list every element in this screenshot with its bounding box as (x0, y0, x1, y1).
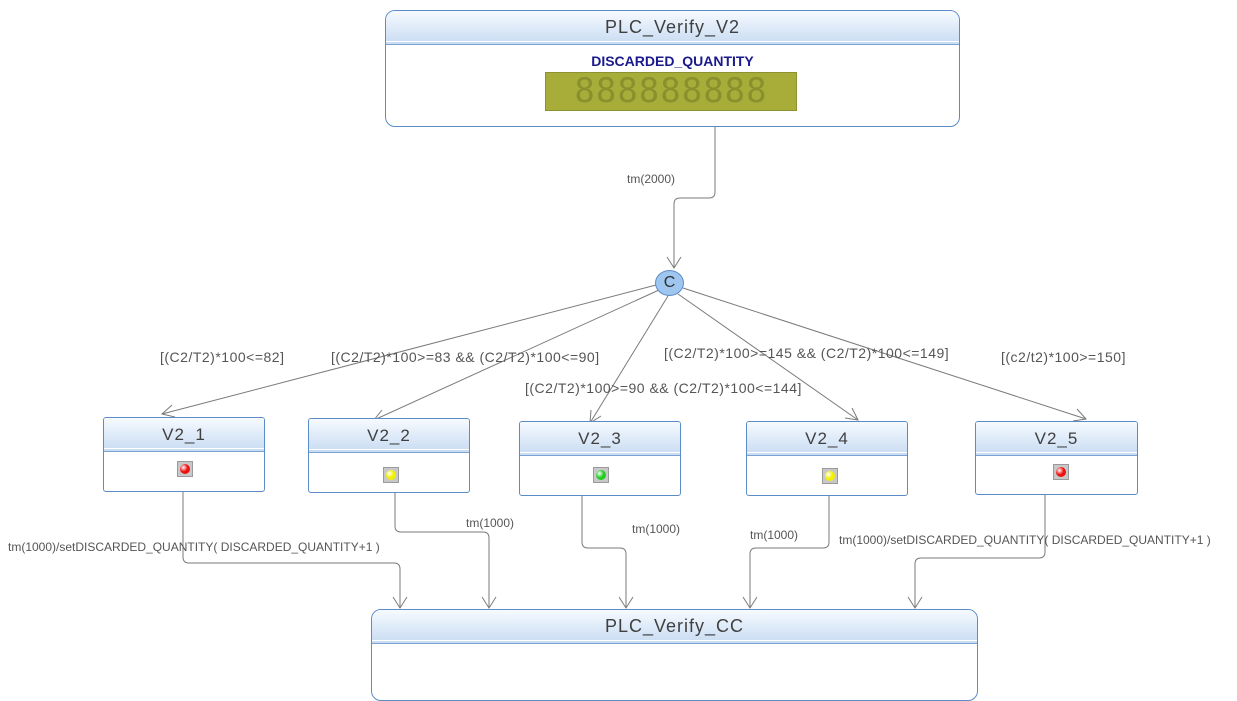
state-v2-5[interactable]: V2_5 (975, 421, 1138, 495)
lamp-indicator (593, 467, 609, 483)
lamp-light (596, 470, 606, 480)
seven-segment-display: 888888888 (545, 72, 797, 111)
state-plc-verify-cc[interactable]: PLC_Verify_CC (371, 609, 978, 701)
state-title: V2_5 (976, 422, 1137, 456)
state-v2-3[interactable]: V2_3 (519, 421, 681, 496)
edge-v2-2-to-cc (394, 493, 490, 608)
arrowhead (907, 596, 923, 609)
guard-label-5: [(c2/t2)*100>=150] (1001, 349, 1126, 365)
edge-junction-to-v2-1 (161, 284, 657, 415)
lamp-light (180, 464, 190, 474)
guard-label-4: [(C2/T2)*100>=145 && (C2/T2)*100<=149] (664, 345, 950, 361)
state-v2-4[interactable]: V2_4 (746, 421, 908, 496)
lamp-light (1056, 467, 1066, 477)
arrowhead (392, 596, 408, 609)
lamp-indicator (383, 467, 399, 483)
arrowhead (666, 256, 682, 269)
state-plc-verify-v2[interactable]: PLC_Verify_V2 DISCARDED_QUANTITY 8888888… (385, 10, 960, 127)
state-title: V2_4 (747, 422, 907, 456)
edge-junction-to-v2-2 (373, 289, 660, 421)
edge-junction-to-v2-4 (677, 293, 859, 421)
label-v2-4-to-cc: tm(1000) (750, 528, 799, 542)
arrowhead (742, 596, 758, 609)
state-title: V2_2 (309, 419, 469, 453)
state-v2-2[interactable]: V2_2 (308, 418, 470, 493)
label-main-to-junction: tm(2000) (627, 172, 676, 186)
lamp-light (825, 471, 835, 481)
arrowhead (844, 407, 859, 421)
lamp-indicator (1053, 464, 1069, 480)
state-title: PLC_Verify_V2 (386, 11, 959, 45)
arrowhead (618, 596, 634, 609)
guard-label-1: [(C2/T2)*100<=82] (160, 349, 285, 365)
edge-v2-1-to-cc (182, 492, 401, 608)
junction-node[interactable]: C (655, 270, 684, 296)
lamp-light (386, 470, 396, 480)
label-v2-2-to-cc: tm(1000) (466, 516, 515, 530)
guard-label-3: [(C2/T2)*100>=90 && (C2/T2)*100<=144] (525, 380, 802, 396)
variable-label: DISCARDED_QUANTITY (591, 53, 754, 69)
state-v2-1[interactable]: V2_1 (103, 417, 265, 492)
arrowhead (160, 404, 176, 418)
edge-v2-4-to-cc (749, 496, 830, 608)
edge-v2-3-to-cc (581, 496, 627, 608)
edge-main-to-junction (673, 126, 716, 268)
label-v2-5-to-cc: tm(1000)/setDISCARDED_QUANTITY( DISCARDE… (839, 533, 1211, 547)
guard-label-2: [(C2/T2)*100>=83 && (C2/T2)*100<=90] (331, 349, 600, 365)
state-title: PLC_Verify_CC (372, 610, 977, 644)
state-title: V2_3 (520, 422, 680, 456)
edge-junction-to-v2-5 (682, 287, 1087, 420)
edge-v2-5-to-cc (914, 494, 1046, 608)
edge-junction-to-v2-3 (589, 295, 669, 424)
lamp-indicator (822, 468, 838, 484)
lamp-indicator (177, 461, 193, 477)
arrowhead (481, 596, 497, 609)
state-title: V2_1 (104, 418, 264, 452)
arrowhead (1072, 408, 1087, 422)
label-v2-3-to-cc: tm(1000) (632, 522, 681, 536)
label-v2-1-to-cc: tm(1000)/setDISCARDED_QUANTITY( DISCARDE… (8, 540, 380, 554)
